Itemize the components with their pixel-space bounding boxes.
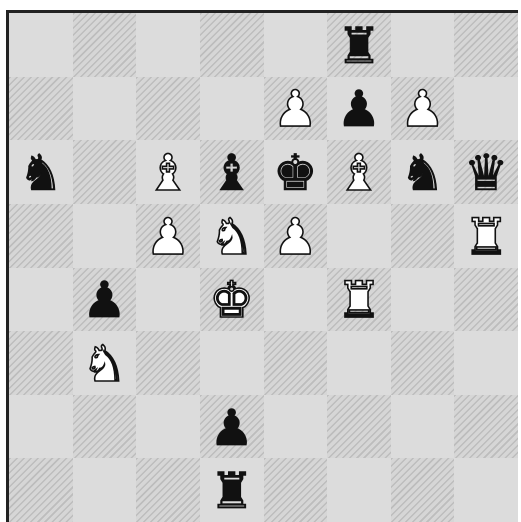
- white-knight-icon[interactable]: ♞: [209, 212, 254, 262]
- square-e8[interactable]: [264, 13, 328, 77]
- white-pawn-icon[interactable]: ♟: [273, 84, 318, 134]
- square-d8[interactable]: [200, 13, 264, 77]
- square-f3[interactable]: [327, 331, 391, 395]
- square-f5[interactable]: [327, 204, 391, 268]
- black-bishop-icon[interactable]: ♝: [209, 148, 254, 198]
- square-a4[interactable]: [9, 268, 73, 332]
- square-g4[interactable]: [391, 268, 455, 332]
- square-e3[interactable]: [264, 331, 328, 395]
- square-b7[interactable]: [73, 77, 137, 141]
- square-f4[interactable]: ♜: [327, 268, 391, 332]
- black-pawn-icon[interactable]: ♟: [337, 84, 382, 134]
- square-f1[interactable]: [327, 458, 391, 522]
- square-a2[interactable]: [9, 395, 73, 459]
- square-d7[interactable]: [200, 77, 264, 141]
- square-h2[interactable]: [454, 395, 518, 459]
- white-king-icon[interactable]: ♚: [209, 275, 254, 325]
- square-c6[interactable]: ♝: [136, 140, 200, 204]
- square-g2[interactable]: [391, 395, 455, 459]
- square-h7[interactable]: [454, 77, 518, 141]
- square-c4[interactable]: [136, 268, 200, 332]
- square-e2[interactable]: [264, 395, 328, 459]
- white-pawn-icon[interactable]: ♟: [400, 84, 445, 134]
- square-b5[interactable]: [73, 204, 137, 268]
- square-h3[interactable]: [454, 331, 518, 395]
- square-f2[interactable]: [327, 395, 391, 459]
- white-bishop-icon[interactable]: ♝: [146, 148, 191, 198]
- square-g6[interactable]: ♞: [391, 140, 455, 204]
- square-d2[interactable]: ♟: [200, 395, 264, 459]
- square-b4[interactable]: ♟: [73, 268, 137, 332]
- square-h8[interactable]: [454, 13, 518, 77]
- square-b3[interactable]: ♞: [73, 331, 137, 395]
- square-c5[interactable]: ♟: [136, 204, 200, 268]
- square-h4[interactable]: [454, 268, 518, 332]
- square-b6[interactable]: [73, 140, 137, 204]
- square-f6[interactable]: ♝: [327, 140, 391, 204]
- square-a8[interactable]: [9, 13, 73, 77]
- square-h1[interactable]: [454, 458, 518, 522]
- square-a6[interactable]: ♞: [9, 140, 73, 204]
- square-e5[interactable]: ♟: [264, 204, 328, 268]
- white-knight-icon[interactable]: ♞: [82, 339, 127, 389]
- square-a1[interactable]: [9, 458, 73, 522]
- black-king-icon[interactable]: ♚: [273, 148, 318, 198]
- black-queen-icon[interactable]: ♛: [464, 148, 509, 198]
- square-b1[interactable]: [73, 458, 137, 522]
- square-c1[interactable]: [136, 458, 200, 522]
- black-knight-icon[interactable]: ♞: [18, 148, 63, 198]
- square-h5[interactable]: ♜: [454, 204, 518, 268]
- square-d3[interactable]: [200, 331, 264, 395]
- white-bishop-icon[interactable]: ♝: [337, 148, 382, 198]
- black-rook-icon[interactable]: ♜: [337, 21, 382, 71]
- square-a7[interactable]: [9, 77, 73, 141]
- square-d4[interactable]: ♚: [200, 268, 264, 332]
- black-rook-icon[interactable]: ♜: [209, 466, 254, 516]
- square-g5[interactable]: [391, 204, 455, 268]
- white-pawn-icon[interactable]: ♟: [273, 212, 318, 262]
- square-d1[interactable]: ♜: [200, 458, 264, 522]
- square-b8[interactable]: [73, 13, 137, 77]
- square-d5[interactable]: ♞: [200, 204, 264, 268]
- square-g7[interactable]: ♟: [391, 77, 455, 141]
- square-c2[interactable]: [136, 395, 200, 459]
- black-pawn-icon[interactable]: ♟: [209, 403, 254, 453]
- square-f8[interactable]: ♜: [327, 13, 391, 77]
- square-c3[interactable]: [136, 331, 200, 395]
- square-g8[interactable]: [391, 13, 455, 77]
- square-a5[interactable]: [9, 204, 73, 268]
- square-c7[interactable]: [136, 77, 200, 141]
- square-h6[interactable]: ♛: [454, 140, 518, 204]
- black-knight-icon[interactable]: ♞: [400, 148, 445, 198]
- square-g1[interactable]: [391, 458, 455, 522]
- square-d6[interactable]: ♝: [200, 140, 264, 204]
- white-pawn-icon[interactable]: ♟: [146, 212, 191, 262]
- square-b2[interactable]: [73, 395, 137, 459]
- square-c8[interactable]: [136, 13, 200, 77]
- white-rook-icon[interactable]: ♜: [337, 275, 382, 325]
- square-f7[interactable]: ♟: [327, 77, 391, 141]
- chess-board: ♜ ♟ ♟ ♟ ♞ ♝ ♝ ♚ ♝ ♞ ♛ ♟ ♞ ♟ ♜ ♟ ♚ ♜ ♞ ♟ ♜: [6, 10, 518, 522]
- square-e4[interactable]: [264, 268, 328, 332]
- black-pawn-icon[interactable]: ♟: [82, 275, 127, 325]
- square-e7[interactable]: ♟: [264, 77, 328, 141]
- square-e6[interactable]: ♚: [264, 140, 328, 204]
- square-g3[interactable]: [391, 331, 455, 395]
- white-rook-icon[interactable]: ♜: [464, 212, 509, 262]
- square-a3[interactable]: [9, 331, 73, 395]
- square-e1[interactable]: [264, 458, 328, 522]
